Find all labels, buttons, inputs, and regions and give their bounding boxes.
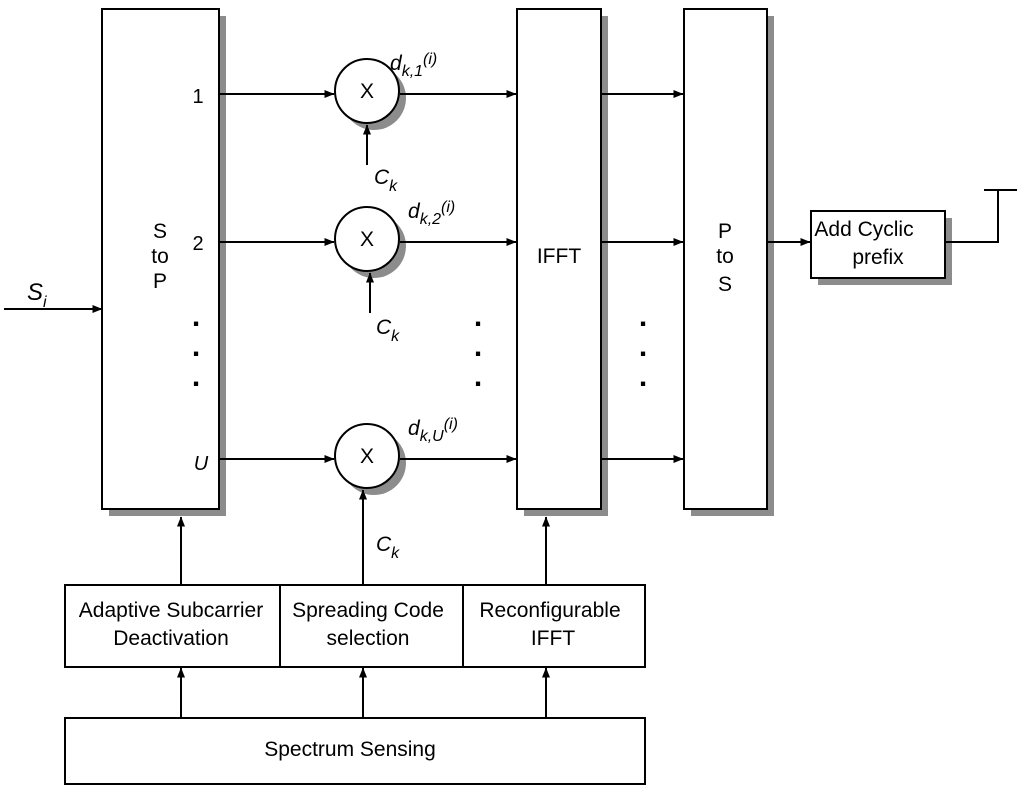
- ellipsis-ifft-input: . . .: [474, 300, 482, 393]
- output-label-2: dk,2(i): [408, 199, 455, 228]
- svg-text:.: .: [639, 330, 647, 363]
- svg-text:X: X: [360, 445, 374, 468]
- ellipsis-ports: . . .: [192, 300, 200, 393]
- rifft-label-line1: Reconfigurable: [479, 599, 620, 622]
- svg-text:X: X: [360, 80, 374, 103]
- multiplier-2: [334, 206, 400, 272]
- port-label-2: 2: [192, 233, 203, 255]
- input-signal: Si: [4, 279, 103, 313]
- svg-text:.: .: [192, 300, 200, 333]
- svg-text:.: .: [639, 300, 647, 333]
- control-arrows: [177, 489, 550, 584]
- spectrum-sensing-block: Spectrum Sensing: [64, 717, 646, 785]
- scs-label-line1: Spreading Code: [292, 599, 444, 622]
- input-symbol-label: Si: [27, 279, 47, 311]
- asd-label-line2: Deactivation: [113, 627, 229, 650]
- multiplier-u: [334, 423, 400, 489]
- branch-1: X Ck dk,1(i): [219, 51, 517, 195]
- sensing-arrows: [177, 667, 550, 717]
- p-to-s-block: P to S: [683, 8, 774, 516]
- svg-text:.: .: [474, 360, 482, 393]
- code-label-1: Ck: [374, 166, 398, 195]
- multiplier-1: [334, 58, 400, 124]
- branch-2: X Ck dk,2(i): [219, 199, 517, 345]
- svg-text:.: .: [639, 360, 647, 393]
- rifft-label-line2: IFFT: [531, 627, 575, 650]
- ifft-label: IFFT: [537, 245, 581, 268]
- svg-text:.: .: [192, 330, 200, 363]
- output-label-1: dk,1(i): [390, 51, 437, 80]
- output-label-u: dk,U(i): [408, 416, 458, 445]
- s-to-p-label-line1: S: [153, 220, 167, 243]
- asd-label-line1: Adaptive Subcarrier: [79, 599, 263, 622]
- svg-text:.: .: [192, 360, 200, 393]
- port-label-u: U: [194, 453, 209, 475]
- control-row: Adaptive Subcarrier Deactivation Spreadi…: [64, 584, 646, 668]
- port-label-1: 1: [192, 86, 203, 108]
- scs-label-line2: selection: [327, 627, 410, 650]
- svg-text:.: .: [474, 330, 482, 363]
- branch-u: X dk,U(i): [219, 416, 517, 495]
- cp-label-line2: prefix: [852, 246, 904, 269]
- p-to-s-label-line3: S: [718, 273, 732, 296]
- ellipsis-pts-input: . . .: [639, 300, 647, 393]
- s-to-p-label-line2: to: [151, 245, 169, 268]
- ifft-to-pts-arrows: [601, 90, 684, 463]
- spectrum-sensing-label: Spectrum Sensing: [264, 738, 436, 761]
- add-cyclic-prefix-block: Add Cyclic prefix: [810, 210, 952, 285]
- svg-text:.: .: [474, 300, 482, 333]
- p-to-s-label-line2: to: [716, 245, 734, 268]
- s-to-p-block: S to P 1 2 U: [101, 8, 226, 516]
- ifft-block: IFFT: [516, 8, 608, 516]
- svg-text:X: X: [360, 228, 374, 251]
- p-to-s-label-line1: P: [718, 220, 732, 243]
- antenna-output: [945, 189, 1017, 243]
- s-to-p-label-line3: P: [153, 270, 167, 293]
- code-label-u: Ck: [376, 533, 400, 562]
- cp-label-line1: Add Cyclic: [814, 218, 913, 241]
- code-label-2: Ck: [376, 316, 400, 345]
